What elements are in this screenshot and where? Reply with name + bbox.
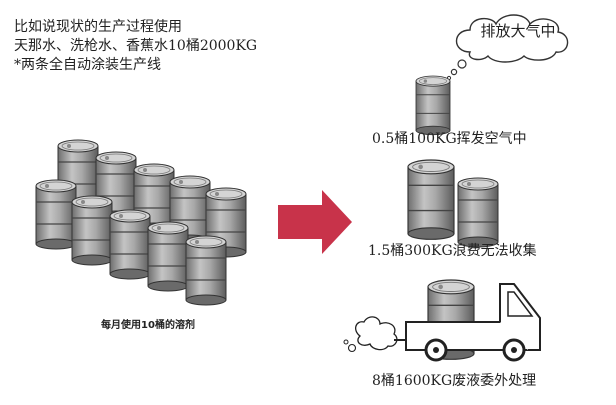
waste-caption: 1.5桶300KG浪费无法收集	[368, 243, 537, 259]
waste-barrels-icon	[407, 159, 499, 248]
barrel-pile-caption: 每月使用10桶的溶剂	[101, 320, 195, 331]
truck-icon	[343, 279, 541, 362]
barrel-icon	[71, 195, 113, 266]
barrel-icon	[109, 209, 151, 280]
intro-text: 比如说现状的生产过程使用 天那水、洗枪水、香蕉水10桶2000KG *两条全自动…	[14, 18, 257, 75]
thought-cloud-icon	[446, 14, 569, 81]
emit-caption: 0.5桶100KG挥发空气中	[372, 131, 527, 147]
intro-line-3: *两条全自动涂装生产线	[14, 57, 161, 73]
intro-line-2: 天那水、洗枪水、香蕉水10桶2000KG	[14, 38, 258, 54]
barrel-icon	[35, 179, 77, 250]
intro-line-1: 比如说现状的生产过程使用	[14, 19, 182, 35]
cloud-label: 排放大气中	[480, 22, 556, 40]
outsource-caption: 8桶1600KG废液委外处理	[372, 373, 537, 389]
exhaust-smoke-icon	[354, 316, 398, 351]
barrel-pile	[35, 139, 247, 306]
emit-barrel-icon	[415, 75, 451, 136]
barrel-icon	[185, 235, 227, 306]
barrel-icon	[147, 221, 189, 292]
flow-arrow-icon	[278, 190, 352, 254]
